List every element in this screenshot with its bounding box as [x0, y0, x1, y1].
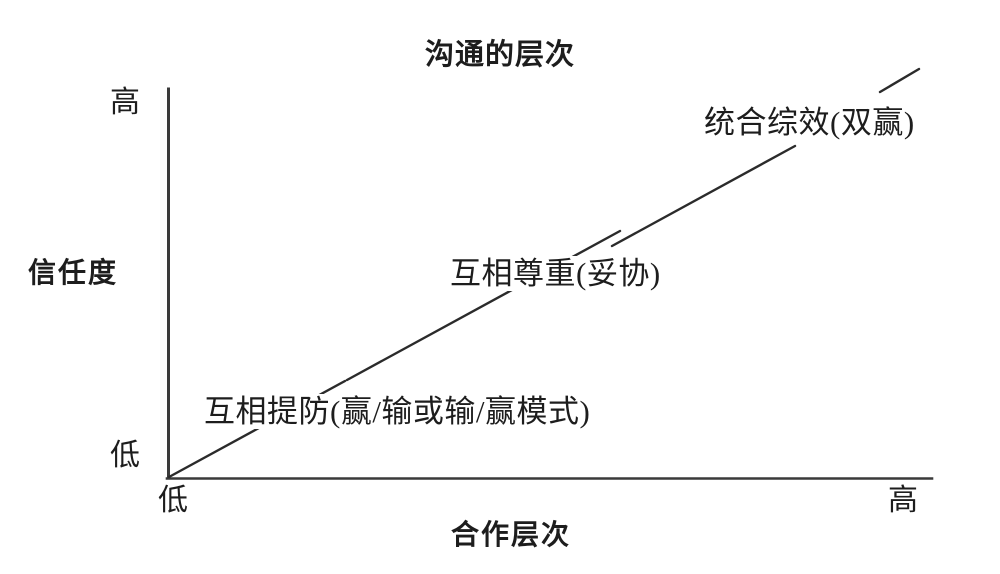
trend-line-segment-2 [345, 229, 622, 382]
trend-line-segment-3 [610, 144, 797, 248]
level-label-synergy: 统合综效(双赢) [700, 105, 919, 140]
trend-line-segment-4 [878, 67, 921, 94]
y-axis-title: 信任度 [28, 257, 119, 288]
chart-title: 沟通的层次 [424, 39, 575, 71]
x-axis-title: 合作层次 [450, 519, 571, 550]
y-axis-tick-low: 低 [110, 439, 140, 472]
x-axis-tick-low: 低 [158, 484, 188, 517]
level-label-respect: 互相尊重(妥协) [446, 256, 665, 291]
level-label-defensive: 互相提防(赢/输或输/赢模式) [200, 394, 595, 429]
y-axis-tick-high: 高 [110, 86, 140, 119]
x-axis-tick-high: 高 [888, 484, 918, 517]
